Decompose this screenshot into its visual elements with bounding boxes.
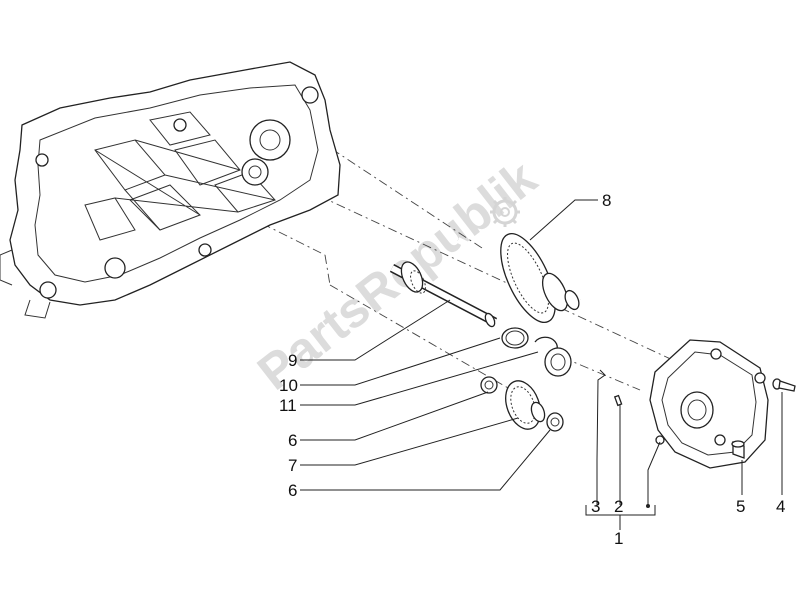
axis-line-gear7 [329,284,516,393]
callout-7: 7 [288,456,297,475]
callout-8: 8 [602,191,611,210]
part-6-bushing-b [546,412,564,432]
callout-6a: 6 [288,431,297,450]
gear-icon [490,197,520,227]
axis-line-upper [299,127,486,251]
callout-10: 10 [279,376,298,395]
axis-line-secondary [324,254,331,286]
part-8-main-shaft [456,233,582,323]
part-2-pin [613,394,623,407]
axis-line-bearing [544,349,641,391]
part-3-bearing [544,347,572,377]
gearbox-cover [649,339,769,469]
part-4-screw [772,378,796,392]
callout-2: 2 [614,497,623,516]
callout-4: 4 [776,497,785,516]
part-5-dowel [731,440,745,459]
callout-3: 3 [591,497,600,516]
crankcase-housing [0,61,341,319]
callout-5: 5 [736,497,745,516]
leader-lines [300,199,783,530]
part-9-secondary-shaft [389,261,498,328]
callout-1: 1 [614,529,623,548]
axis-line-main [284,179,691,369]
callout-6b: 6 [288,481,297,500]
callout-11: 11 [279,396,297,415]
part-6-bushing-a [480,376,498,394]
callout-9: 9 [288,351,297,370]
part-10-circlip [501,327,529,349]
part-7-gear [505,380,546,430]
callout-labels: 8 9 10 11 6 7 6 3 2 1 5 4 [279,191,785,548]
